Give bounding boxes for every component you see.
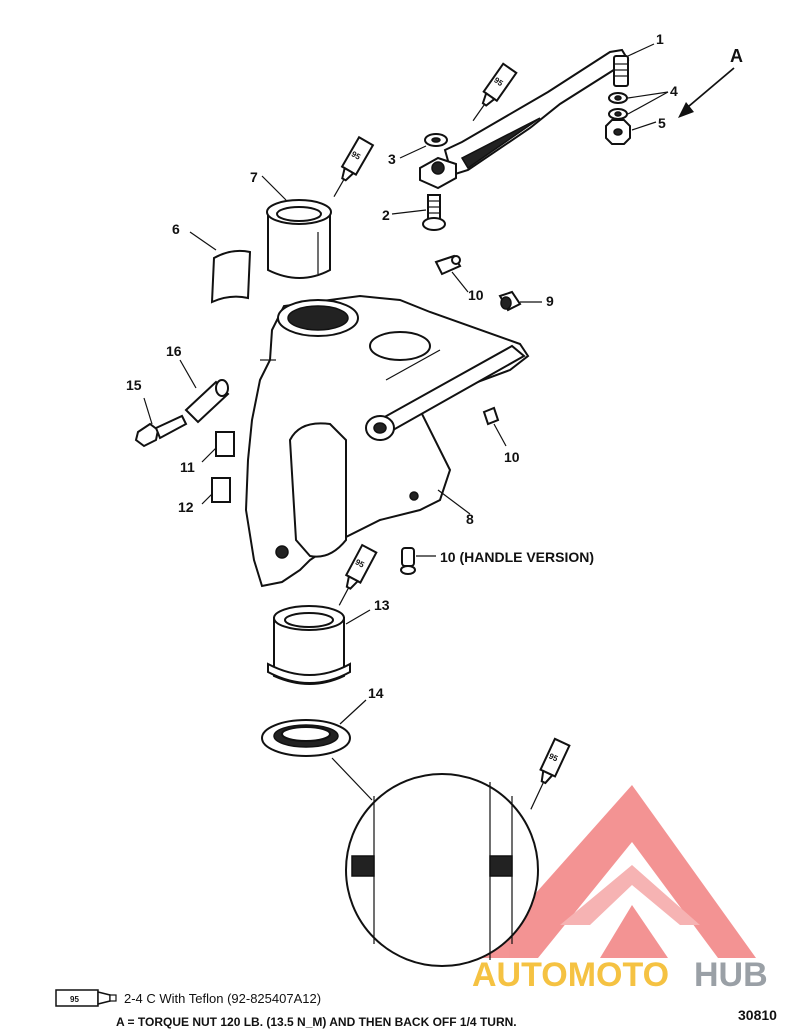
grease-tube-icon: 95 [55,989,117,1007]
callout-4: 4 [670,83,678,99]
grease-tube-icon: 95 [530,737,571,810]
svg-text:95: 95 [547,751,559,763]
detail-view-circle [331,757,539,967]
callout-3: 3 [388,151,396,167]
grease-fitting-part-10 [482,406,500,426]
leader-lines [143,43,735,725]
callout-7: 7 [250,169,258,185]
swivel-bracket-part-8 [244,294,530,588]
callout-12: 12 [178,499,194,515]
callout-2: 2 [382,207,390,223]
grease-tube-icon: 95 [472,62,518,122]
watermark-logo [478,785,756,958]
callout-6: 6 [172,221,180,237]
torque-note: A = TORQUE NUT 120 LB. (13.5 N_M) AND TH… [116,1015,517,1029]
watermark-text: AUTOMOTO HUB [472,956,768,994]
bolt-part-2 [422,194,446,231]
callout-5: 5 [658,115,666,131]
lower-bushing-part-13 [267,605,351,685]
nut-part-5 [605,119,631,145]
figure-number: 30810 [738,1007,777,1023]
grease-fitting-handle-part-10 [400,547,416,575]
callout-11: 11 [180,459,195,475]
callout-10-handle: 10 (HANDLE VERSION) [440,549,594,565]
bolt-part-15 [134,414,188,448]
callout-14: 14 [368,685,384,701]
callout-15: 15 [126,377,142,393]
steering-link-arm [443,48,630,177]
legend-text: 2-4 C With Teflon (92-825407A12) [124,991,321,1006]
view-letter-a: A [730,46,743,66]
pad-part-6 [210,249,252,304]
legend: 95 2-4 C With Teflon (92-825407A12) A = … [55,989,777,1029]
callout-8: 8 [466,511,474,527]
svg-text:AUTOMOTO: AUTOMOTO [472,956,669,994]
callout-10-lower: 10 [504,449,520,465]
callout-labels: 1 2 3 4 5 6 7 8 9 10 10 10 (HANDLE VERSI… [126,31,743,701]
callout-13: 13 [374,597,390,613]
svg-text:95: 95 [70,995,79,1004]
callout-10-upper: 10 [468,287,484,303]
seal-part-14 [261,719,351,757]
svg-text:HUB: HUB [694,956,768,994]
washers-part-4 [608,92,628,120]
sleeve-part-16 [184,379,230,424]
grease-tube-icon: 95 [338,543,378,606]
washer-part-3 [424,133,448,147]
callout-9: 9 [546,293,554,309]
grease-tube-icon: 95 [333,135,375,197]
shim-part-12 [211,477,231,503]
grease-fitting-part-10 [434,254,462,276]
pivot-block [419,156,457,190]
upper-bushing-part-7 [266,199,332,279]
callout-16: 16 [166,343,182,359]
bushing-part-9 [498,290,522,312]
callout-1: 1 [656,31,664,47]
shim-part-11 [215,431,235,457]
